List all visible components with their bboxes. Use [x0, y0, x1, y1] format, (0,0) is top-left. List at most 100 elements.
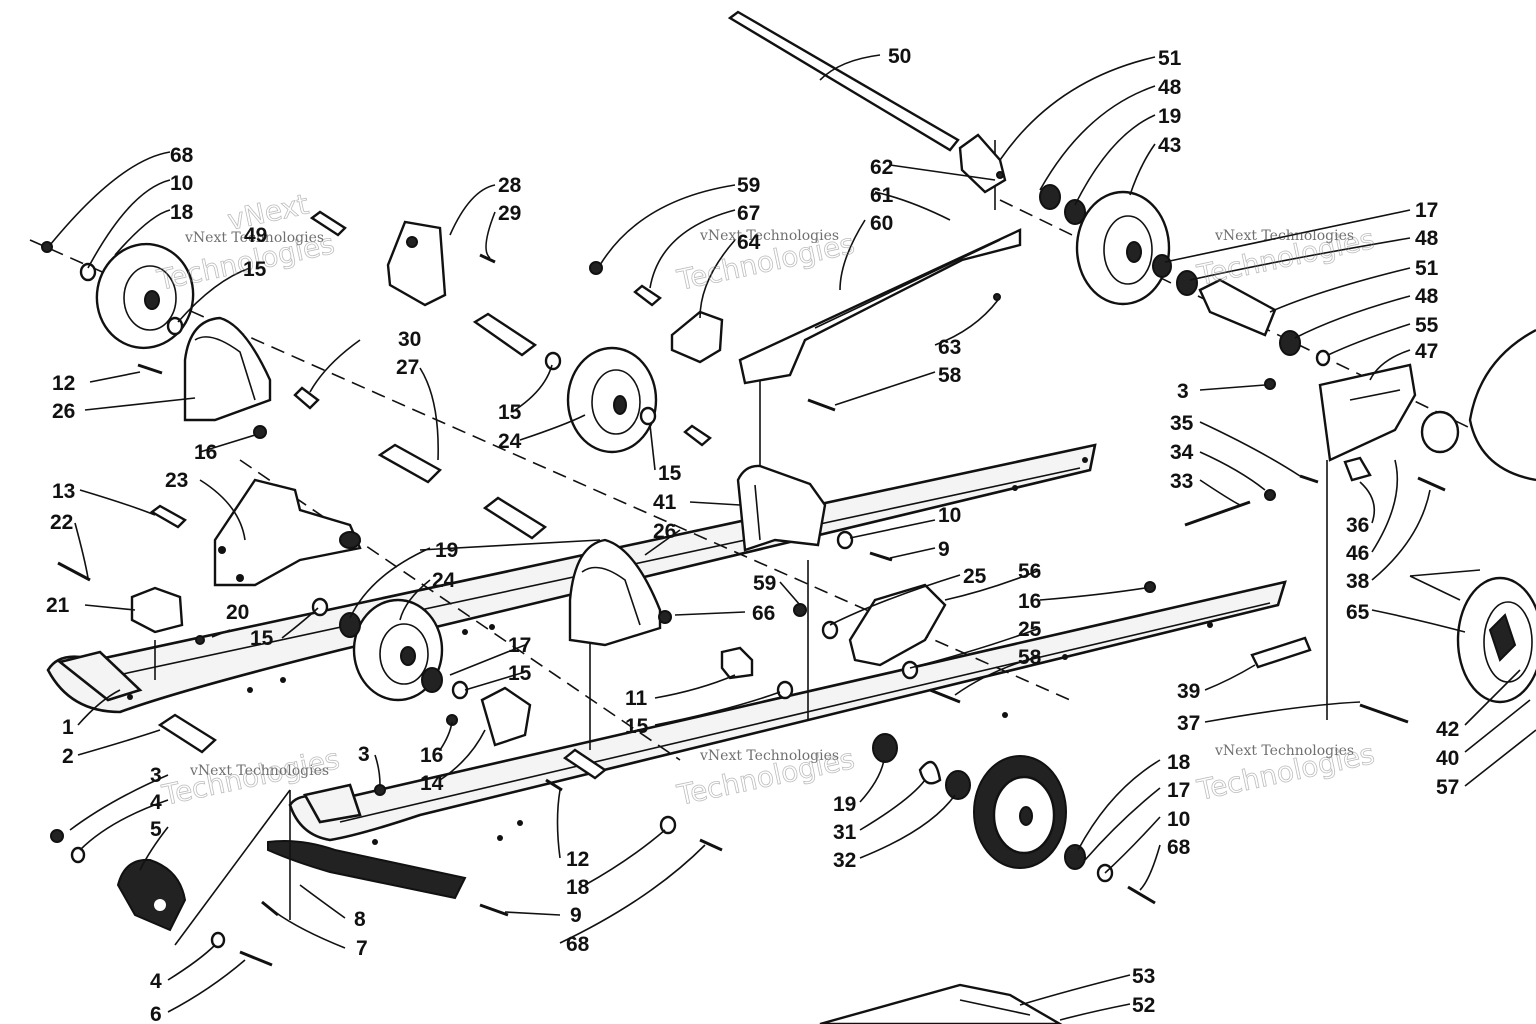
callout-3: 3	[358, 743, 370, 766]
callout-66: 66	[752, 602, 775, 625]
callout-52: 52	[1132, 994, 1155, 1017]
callout-10: 10	[938, 504, 961, 527]
callout-58: 58	[938, 364, 962, 387]
callout-2: 2	[62, 745, 74, 768]
callout-59: 59	[737, 174, 760, 197]
idler-wheel-rear-lower	[973, 755, 1067, 869]
callout-61: 61	[870, 184, 894, 207]
callout-48: 48	[1158, 76, 1182, 99]
callout-30: 30	[398, 328, 421, 351]
callout-9: 9	[570, 904, 582, 927]
arm-bracket-41	[736, 464, 827, 552]
callout-7: 7	[356, 937, 368, 960]
idler-wheel-front-left	[95, 242, 195, 350]
callout-38: 38	[1346, 570, 1370, 593]
callout-59: 59	[753, 572, 776, 595]
callout-68: 68	[566, 933, 590, 956]
callout-32: 32	[833, 849, 856, 872]
stop-block-21	[130, 586, 184, 634]
spring-block-14	[480, 686, 532, 747]
callout-20: 20	[226, 601, 249, 624]
front-arm	[213, 478, 362, 587]
callout-16: 16	[420, 744, 443, 767]
svg-text:vNext Technologies: vNext Technologies	[189, 763, 329, 779]
rear-axle-shaft	[727, 10, 960, 152]
callout-64: 64	[737, 231, 761, 254]
callout-15: 15	[498, 401, 522, 424]
callout-19: 19	[833, 793, 856, 816]
callout-31: 31	[833, 821, 857, 844]
callout-26: 26	[52, 400, 75, 423]
callout-68: 68	[170, 144, 194, 167]
callout-18: 18	[1167, 751, 1191, 774]
upper-link-bracket	[386, 220, 447, 307]
callout-16: 16	[194, 441, 217, 464]
callout-15: 15	[625, 715, 649, 738]
callout-47: 47	[1415, 340, 1438, 363]
idler-wheel-rear-upper	[1075, 190, 1171, 306]
arm-axle-centerline	[239, 459, 681, 761]
callout-6: 6	[150, 1003, 162, 1024]
callout-3: 3	[1177, 380, 1189, 403]
callout-35: 35	[1170, 412, 1194, 435]
front-pivot-bracket	[183, 316, 272, 422]
spacers	[149, 133, 1372, 780]
idler-wheel-middle	[566, 346, 658, 454]
callout-68: 68	[1167, 836, 1191, 859]
callout-51: 51	[1158, 47, 1182, 70]
svg-text:vNext Technologies: vNext Technologies	[1214, 228, 1354, 244]
callout-17: 17	[1167, 779, 1190, 802]
rear-pivot-bracket	[568, 538, 662, 647]
callout-18: 18	[170, 201, 194, 224]
callout-46: 46	[1346, 542, 1369, 565]
callout-36: 36	[1346, 514, 1369, 537]
callout-42: 42	[1436, 718, 1459, 741]
callout-12: 12	[566, 848, 589, 871]
callout-65: 65	[1346, 601, 1370, 624]
bottom-assembly-partial	[819, 983, 1063, 1024]
callout-4: 4	[150, 970, 162, 993]
callout-39: 39	[1177, 680, 1200, 703]
callout-17: 17	[1415, 199, 1438, 222]
callout-41: 41	[653, 491, 677, 514]
callout-16: 16	[1018, 590, 1041, 613]
callout-48: 48	[1415, 285, 1439, 308]
callout-58: 58	[1018, 646, 1042, 669]
callout-18: 18	[566, 876, 590, 899]
callout-19: 19	[1158, 105, 1181, 128]
bracket-39	[1250, 636, 1312, 669]
callout-57: 57	[1436, 776, 1459, 799]
callout-22: 22	[50, 511, 73, 534]
callout-26: 26	[653, 520, 676, 543]
callout-19: 19	[435, 539, 458, 562]
callout-28: 28	[498, 174, 522, 197]
callout-15: 15	[658, 462, 682, 485]
svg-text:vNext Technologies: vNext Technologies	[1214, 743, 1354, 759]
callout-37: 37	[1177, 712, 1200, 735]
callout-33: 33	[1170, 470, 1193, 493]
callout-4: 4	[150, 791, 162, 814]
idler-wheel-far-right	[1456, 576, 1536, 704]
callout-51: 51	[1415, 257, 1439, 280]
callout-17: 17	[508, 634, 531, 657]
callout-29: 29	[498, 202, 521, 225]
callout-40: 40	[1436, 747, 1459, 770]
svg-text:vNext Technologies: vNext Technologies	[699, 748, 839, 764]
callout-25: 25	[963, 565, 987, 588]
callout-49: 49	[244, 224, 267, 247]
callout-3: 3	[150, 764, 162, 787]
callout-43: 43	[1158, 134, 1181, 157]
callout-50: 50	[888, 45, 911, 68]
slider-64	[670, 310, 724, 364]
callout-15: 15	[243, 258, 267, 281]
callout-23: 23	[165, 469, 188, 492]
callout-62: 62	[870, 156, 893, 179]
callout-27: 27	[396, 356, 419, 379]
callout-5: 5	[150, 818, 162, 841]
front-bumper-5	[116, 858, 187, 932]
callout-63: 63	[938, 336, 961, 359]
leader-lines	[49, 54, 1536, 1021]
callout-1: 1	[62, 716, 74, 739]
tie-line	[419, 539, 601, 551]
